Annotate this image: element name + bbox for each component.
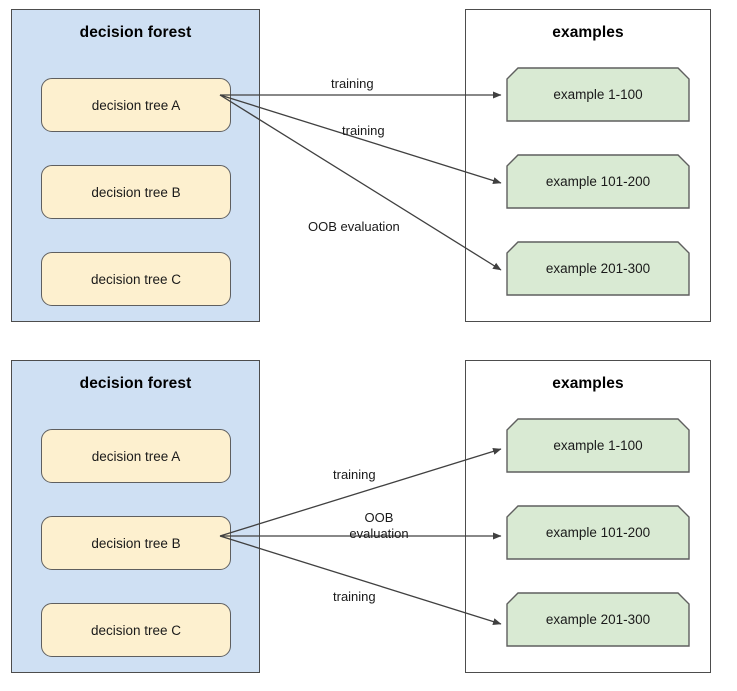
edge-label-oob-evaluation: OOB evaluation xyxy=(308,219,400,234)
tree-box-label: decision tree A xyxy=(91,448,181,464)
decision-forest-title: decision forest xyxy=(79,24,192,41)
tree-box-label: decision tree C xyxy=(90,622,182,638)
tree-box-decision-tree-c[interactable]: decision tree C xyxy=(41,603,231,657)
tree-box-label: decision tree B xyxy=(91,535,181,551)
edge-label-training-2: training xyxy=(342,123,385,138)
edge-tree-b-to-example-1-100 xyxy=(219,448,502,537)
edge-tree-b-to-example-201-300 xyxy=(219,535,502,625)
edge-arrows-top xyxy=(219,91,502,271)
edge-label-training-1: training xyxy=(331,76,374,91)
decision-forest-panel-top: decision forest decision tree A decision… xyxy=(11,9,260,322)
examples-title: examples xyxy=(552,24,624,41)
edge-label-oob-line-2: evaluation xyxy=(349,526,409,542)
document-shape-icon xyxy=(506,505,690,560)
tree-box-decision-tree-b[interactable]: decision tree B xyxy=(41,165,231,219)
diagram-bottom: decision forest decision tree A decision… xyxy=(0,351,737,685)
tree-box-label: decision tree C xyxy=(90,271,182,287)
edge-tree-a-to-example-201-300 xyxy=(219,94,502,271)
tree-box-label: decision tree B xyxy=(91,184,181,200)
diagram-top: decision forest decision tree A decision… xyxy=(0,0,737,340)
document-shape-icon xyxy=(506,67,690,122)
tree-box-label: decision tree A xyxy=(91,97,181,113)
document-shape-icon xyxy=(506,418,690,473)
examples-title: examples xyxy=(552,375,624,392)
edge-tree-a-to-example-101-200 xyxy=(219,94,502,184)
edge-label-oob-line-1: OOB xyxy=(364,510,394,525)
examples-panel-top: examples example 1-100 example 101-200 e… xyxy=(465,9,711,322)
document-shape-icon xyxy=(506,592,690,647)
document-shape-icon xyxy=(506,241,690,296)
edge-label-training-2: training xyxy=(333,589,376,604)
decision-forest-panel-bottom: decision forest decision tree A decision… xyxy=(11,360,260,673)
edge-label-oob-evaluation: OOB evaluation xyxy=(333,510,425,543)
edge-label-training-1: training xyxy=(333,467,376,482)
tree-box-decision-tree-b[interactable]: decision tree B xyxy=(41,516,231,570)
tree-box-decision-tree-a[interactable]: decision tree A xyxy=(41,429,231,483)
edge-arrows-bottom xyxy=(219,448,502,625)
tree-box-decision-tree-a[interactable]: decision tree A xyxy=(41,78,231,132)
document-shape-icon xyxy=(506,154,690,209)
tree-box-decision-tree-c[interactable]: decision tree C xyxy=(41,252,231,306)
decision-forest-title: decision forest xyxy=(79,375,192,392)
